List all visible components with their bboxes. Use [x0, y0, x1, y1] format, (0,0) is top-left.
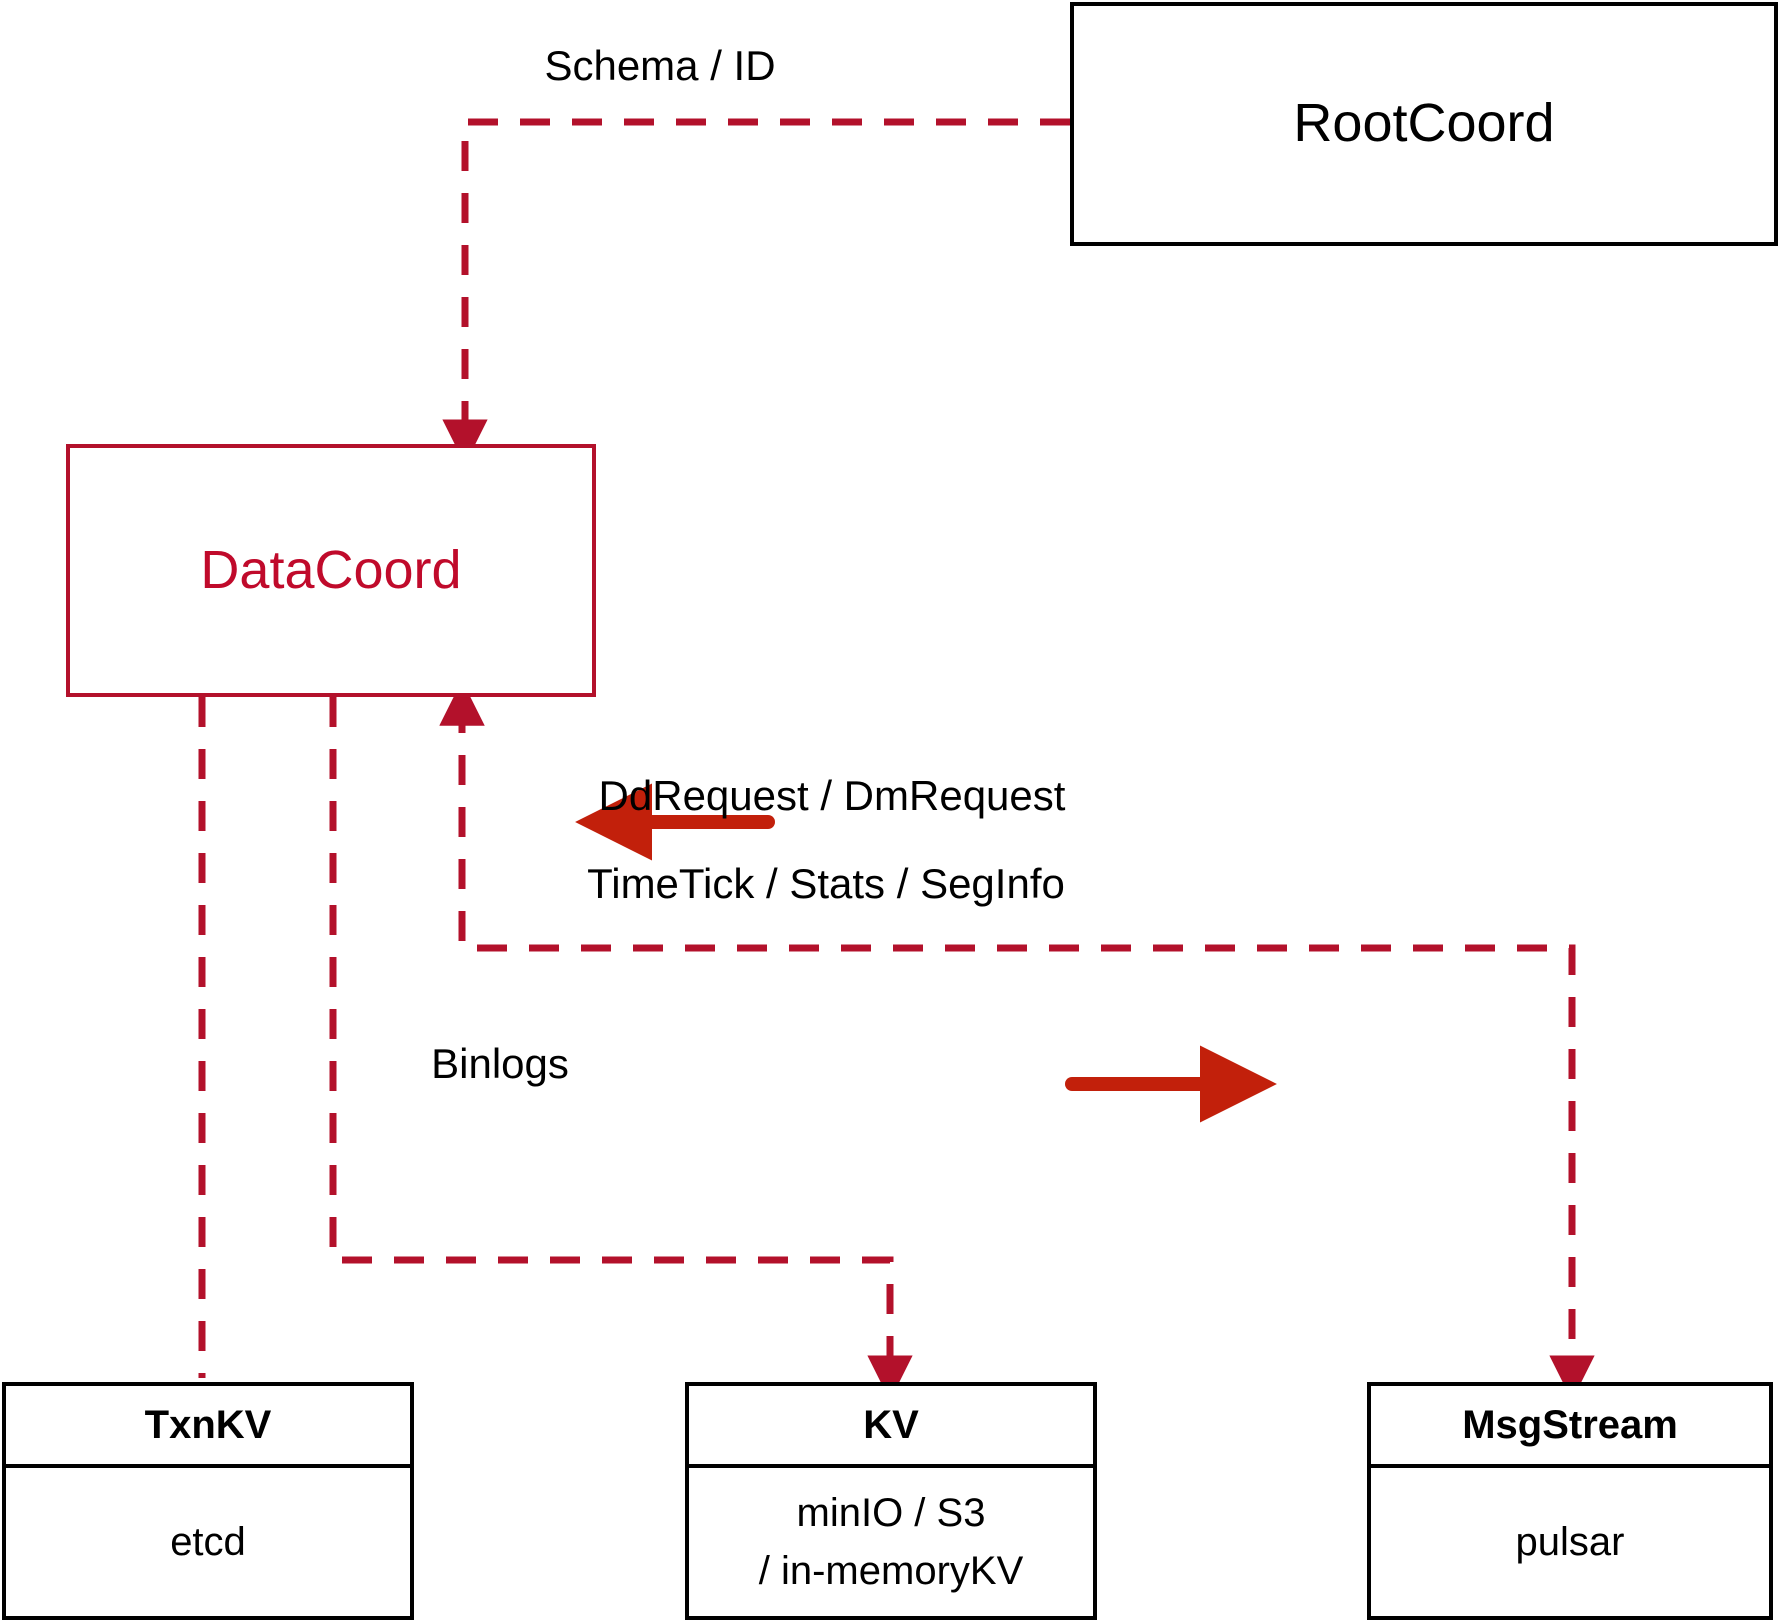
node-txnkv[interactable]: TxnKV etcd — [2, 1382, 414, 1620]
node-kv-body-line-2: / in-memoryKV — [758, 1549, 1024, 1593]
edge-datacoord-msgstream-bus — [439, 680, 1595, 1401]
node-txnkv-header: TxnKV — [6, 1386, 410, 1468]
node-msgstream-header: MsgStream — [1371, 1386, 1769, 1468]
node-kv[interactable]: KV minIO / S3 / in-memoryKV — [685, 1382, 1097, 1620]
node-msgstream-body-line-1: pulsar — [1515, 1520, 1625, 1564]
node-rootcoord[interactable]: RootCoord — [1070, 2, 1778, 246]
edge-rootcoord-to-datacoord — [442, 118, 1070, 465]
edge-label-binlogs: Binlogs — [431, 1040, 569, 1087]
edge-label-timetick-stats-seginfo: TimeTick / Stats / SegInfo — [587, 860, 1065, 907]
node-kv-body: minIO / S3 / in-memoryKV — [689, 1468, 1093, 1616]
node-datacoord[interactable]: DataCoord — [66, 444, 596, 697]
node-msgstream-body: pulsar — [1371, 1468, 1769, 1616]
node-txnkv-body-line-1: etcd — [170, 1520, 246, 1564]
node-kv-body-line-1: minIO / S3 — [796, 1491, 986, 1535]
node-txnkv-body: etcd — [6, 1468, 410, 1616]
edge-datacoord-to-kv — [329, 697, 913, 1401]
node-rootcoord-label: RootCoord — [1293, 93, 1555, 154]
edge-label-schema-id: Schema / ID — [544, 42, 776, 89]
node-kv-header: KV — [689, 1386, 1093, 1468]
edge-label-dd-dm-request: DdRequest / DmRequest — [598, 772, 1066, 819]
node-datacoord-label: DataCoord — [200, 539, 462, 600]
node-msgstream[interactable]: MsgStream pulsar — [1367, 1382, 1773, 1620]
